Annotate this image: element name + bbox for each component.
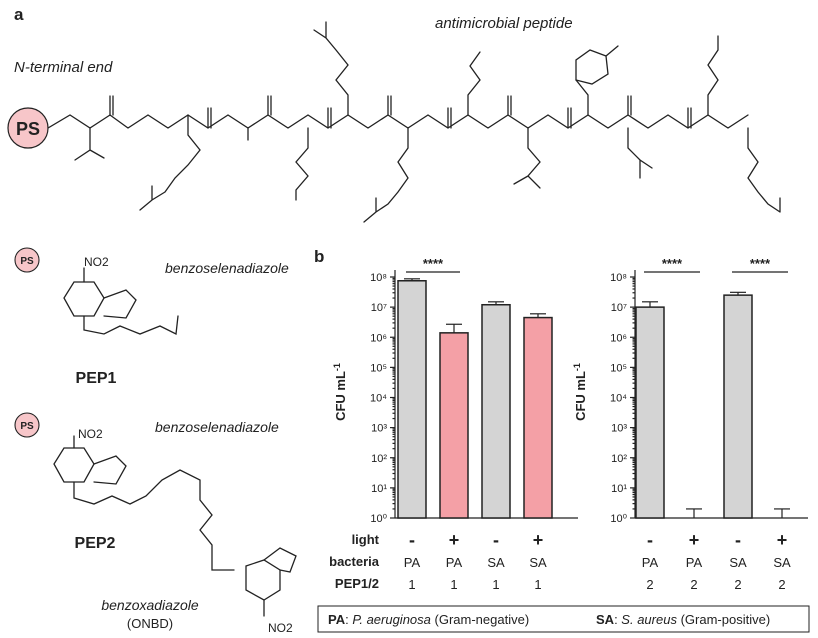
y-tick-label: 10⁴ [370, 393, 387, 405]
row-label-light: light [352, 532, 380, 547]
y-tick-label: 10⁶ [610, 332, 627, 344]
chart1-ylabel: CFU mL-1 [332, 363, 348, 421]
pep1-nitro: NO2 [84, 255, 109, 269]
legend-pa: PA: P. aeruginosa (Gram-negative) [328, 612, 529, 627]
panel-a-letter: a [14, 5, 24, 24]
y-tick-label: 10² [611, 453, 627, 465]
significance-label: **** [423, 256, 444, 271]
y-tick-label: 10¹ [611, 483, 627, 495]
row-label-pep: PEP1/2 [335, 576, 379, 591]
bacteria-label: PA [404, 555, 421, 570]
pep2-ring-label: benzoselenadiazole [155, 419, 279, 435]
y-tick-label: 10³ [371, 423, 387, 435]
peptide-structure [47, 21, 781, 223]
legend-box: PA: P. aeruginosa (Gram-negative) SA: S.… [317, 605, 810, 633]
bar [723, 294, 753, 519]
pep2-nitro2: NO2 [268, 621, 293, 635]
ps-badge-pep1: PS [14, 247, 40, 273]
bar [439, 332, 469, 519]
y-tick-label: 10³ [611, 423, 627, 435]
y-tick-label: 10⁸ [610, 272, 627, 284]
light-label: + [777, 530, 788, 550]
light-label: + [533, 530, 544, 550]
y-tick-label: 10⁵ [370, 362, 387, 374]
y-tick-label: 10⁴ [610, 393, 627, 405]
light-label: + [449, 530, 460, 550]
pep-label: 2 [734, 577, 741, 592]
y-tick-label: 10⁷ [611, 302, 627, 314]
legend-sa-abbr: SA [596, 612, 615, 627]
chart-pep1: CFU mL-1 10⁰ 10¹ 10² 10³ 10⁴ 10⁵ 10⁶ 10⁷ 10⁸ - PA 1… [332, 256, 578, 592]
bacteria-label: SA [773, 555, 791, 570]
bacteria-label: SA [529, 555, 547, 570]
light-label: - [735, 530, 741, 550]
significance-label: **** [750, 256, 771, 271]
pep-label: 2 [778, 577, 785, 592]
y-tick-label: 10⁶ [370, 332, 387, 344]
bacteria-label: SA [487, 555, 505, 570]
y-tick-label: 10¹ [371, 483, 387, 495]
pep-label: 1 [450, 577, 457, 592]
y-tick-label: 10⁰ [610, 513, 627, 525]
y-tick-label: 10² [371, 453, 387, 465]
y-tick-label: 10⁵ [610, 362, 627, 374]
significance-label: **** [662, 256, 683, 271]
pep-label: 1 [534, 577, 541, 592]
bar [523, 316, 553, 519]
panel-b-letter: b [314, 247, 324, 266]
chart2-ylabel: CFU mL-1 [572, 363, 588, 421]
ps-badge-peptide: PS [7, 107, 49, 149]
bacteria-label: SA [729, 555, 747, 570]
n-terminal-label: N-terminal end [14, 59, 113, 76]
bacteria-label: PA [686, 555, 703, 570]
pep1-ring-label: benzoselenadiazole [165, 260, 289, 276]
y-tick-label: 10⁷ [371, 302, 387, 314]
pep2-title: PEP2 [75, 535, 116, 552]
pep1-ps-label: PS [20, 256, 34, 267]
bar [397, 280, 427, 519]
pep2-ps-label: PS [20, 421, 34, 432]
pep-label: 2 [646, 577, 653, 592]
light-label: - [493, 530, 499, 550]
pep2-structure [53, 435, 297, 617]
bar [481, 303, 511, 519]
ps-badge-pep2: PS [14, 412, 40, 438]
pep2-ring2-label: benzoxadiazole [101, 597, 199, 613]
pep-label: 1 [408, 577, 415, 592]
pep2-nitro: NO2 [78, 427, 103, 441]
pep-label: 1 [492, 577, 499, 592]
y-tick-label: 10⁰ [370, 513, 387, 525]
legend-sa: SA: S. aureus (Gram-positive) [596, 612, 770, 627]
pep2-ring2-abbr: (ONBD) [127, 616, 173, 631]
legend-sa-type: (Gram-positive) [681, 612, 771, 627]
light-label: - [409, 530, 415, 550]
legend-pa-type: (Gram-negative) [435, 612, 530, 627]
y-tick-label: 10⁸ [370, 272, 387, 284]
bacteria-label: PA [446, 555, 463, 570]
bar [635, 306, 665, 519]
light-label: - [647, 530, 653, 550]
chart-pep2: CFU mL-1 10⁰ 10¹ 10² 10³ 10⁴ 10⁵ 10⁶ 10⁷ 10⁸ - PA 2… [572, 256, 808, 592]
legend-pa-abbr: PA [328, 612, 346, 627]
peptide-caption: antimicrobial peptide [435, 15, 573, 32]
pep-label: 2 [690, 577, 697, 592]
row-label-bacteria: bacteria [329, 554, 380, 569]
pep1-title: PEP1 [76, 370, 117, 387]
legend-sa-name: S. aureus [621, 612, 677, 627]
light-label: + [689, 530, 700, 550]
legend-pa-name: P. aeruginosa [352, 612, 431, 627]
bacteria-label: PA [642, 555, 659, 570]
pep1-structure [63, 267, 179, 335]
ps-label: PS [16, 119, 40, 139]
